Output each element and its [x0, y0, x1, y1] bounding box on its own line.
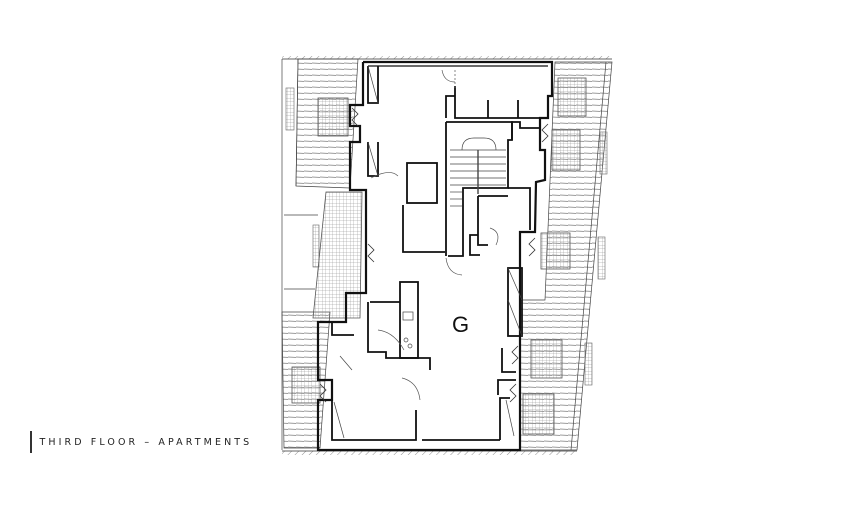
planter-east-2	[551, 129, 581, 171]
wardrobe-marks	[333, 65, 523, 439]
planter-west-1	[317, 97, 349, 137]
unit-label: G	[452, 312, 469, 337]
roof-edge-top	[282, 56, 612, 60]
planter-east-5	[522, 393, 555, 435]
caption-divider	[30, 431, 32, 453]
planter-east-4	[530, 339, 563, 379]
folding-doors	[319, 107, 549, 403]
stair-core	[450, 137, 506, 207]
door-swings	[370, 69, 499, 401]
exterior-walls	[316, 60, 554, 452]
caption-title: THIRD FLOOR – APARTMENTS	[39, 436, 253, 448]
planter-west-long	[312, 191, 363, 319]
planter-east-1	[557, 77, 587, 117]
planter-west-2	[291, 366, 321, 404]
kitchen-counter	[402, 311, 414, 349]
interior-walls	[331, 66, 540, 441]
planter-east-3	[540, 232, 571, 270]
roof-edge-bottom	[282, 450, 577, 455]
plan-caption: THIRD FLOOR – APARTMENTS	[30, 431, 252, 453]
